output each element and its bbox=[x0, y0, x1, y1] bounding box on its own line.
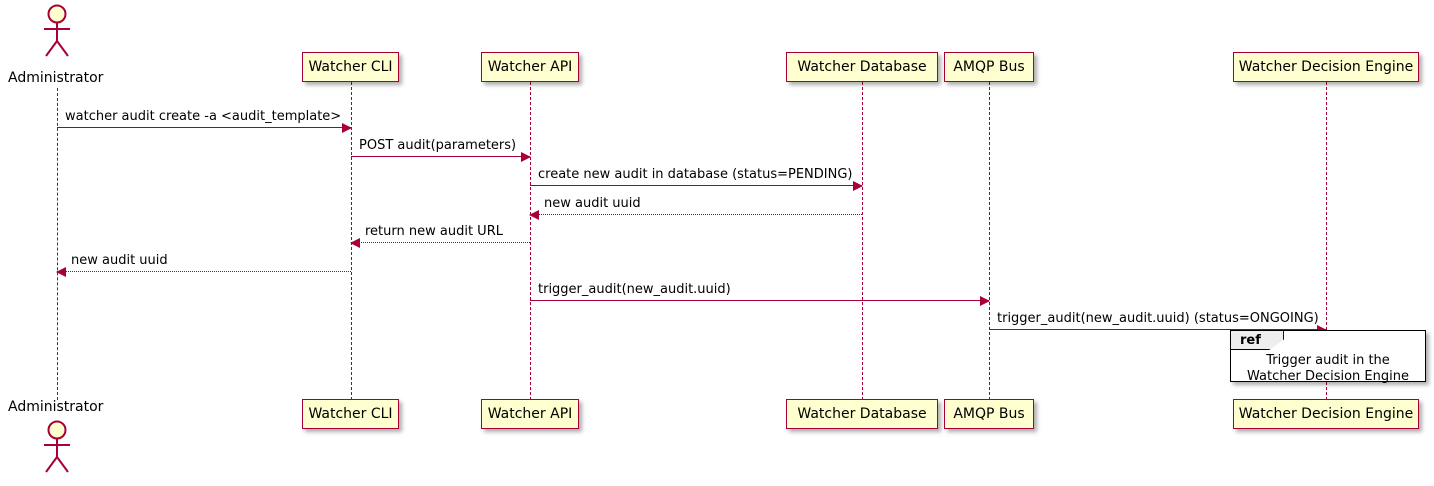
participant-watcher-decision-engine-top[interactable]: Watcher Decision Engine bbox=[1233, 52, 1419, 82]
arrowhead-icon bbox=[350, 237, 360, 248]
ref-fragment-line-1: Trigger audit in the bbox=[1266, 353, 1390, 368]
message-shaft bbox=[57, 271, 351, 272]
participant-watcher-api-bottom[interactable]: Watcher API bbox=[481, 399, 579, 429]
actor-label-administrator-bottom: Administrator bbox=[8, 399, 104, 415]
participant-label: Watcher CLI bbox=[308, 406, 393, 422]
ref-fragment-tab-label: ref bbox=[1240, 332, 1261, 348]
arrowhead-icon bbox=[56, 266, 66, 277]
arrowhead-icon bbox=[980, 295, 990, 306]
ref-fragment-body: Trigger audit in the Watcher Decision En… bbox=[1231, 353, 1425, 385]
message-shaft bbox=[989, 329, 1326, 330]
message-label: new audit uuid bbox=[71, 253, 168, 268]
actor-label-administrator-top: Administrator bbox=[8, 70, 104, 86]
participant-label: Watcher Decision Engine bbox=[1238, 406, 1414, 422]
participant-label: Watcher Database bbox=[797, 59, 927, 75]
ref-fragment: ref Trigger audit in the Watcher Decisio… bbox=[1230, 330, 1426, 385]
lifeline-watcher-database bbox=[862, 82, 863, 400]
ref-fragment-line-2: Watcher Decision Engine bbox=[1247, 369, 1409, 384]
arrowhead-icon bbox=[853, 180, 863, 191]
participant-watcher-api-top[interactable]: Watcher API bbox=[481, 52, 579, 82]
message-label: trigger_audit(new_audit.uuid) bbox=[538, 282, 731, 297]
message-label: trigger_audit(new_audit.uuid) (status=ON… bbox=[997, 311, 1319, 326]
message-shaft bbox=[530, 214, 862, 215]
participant-label: Watcher Database bbox=[797, 406, 927, 422]
arrowhead-icon bbox=[342, 122, 352, 133]
message-label: POST audit(parameters) bbox=[359, 138, 517, 153]
participant-label: AMQP Bus bbox=[953, 59, 1025, 75]
message-shaft bbox=[351, 156, 530, 157]
participant-watcher-cli-top[interactable]: Watcher CLI bbox=[302, 52, 399, 82]
participant-label: Watcher Decision Engine bbox=[1238, 59, 1414, 75]
participant-watcher-database-top[interactable]: Watcher Database bbox=[786, 52, 938, 82]
lifeline-administrator bbox=[57, 88, 58, 400]
actor-administrator-bottom bbox=[36, 418, 78, 476]
participant-watcher-database-bottom[interactable]: Watcher Database bbox=[786, 399, 938, 429]
ref-fragment-tab: ref bbox=[1231, 331, 1284, 350]
message-shaft bbox=[530, 300, 989, 301]
participant-amqp-bus-top[interactable]: AMQP Bus bbox=[944, 52, 1034, 82]
message-label: watcher audit create -a <audit_template> bbox=[65, 109, 342, 124]
participant-watcher-cli-bottom[interactable]: Watcher CLI bbox=[302, 399, 399, 429]
participant-label: Watcher API bbox=[487, 406, 573, 422]
participant-watcher-decision-engine-bottom[interactable]: Watcher Decision Engine bbox=[1233, 399, 1419, 429]
message-label: return new audit URL bbox=[365, 224, 503, 239]
arrowhead-icon bbox=[1317, 324, 1327, 335]
message-shaft bbox=[351, 242, 530, 243]
message-label: create new audit in database (status=PEN… bbox=[538, 167, 853, 182]
lifeline-watcher-decision-engine bbox=[1326, 82, 1327, 400]
message-shaft bbox=[57, 127, 351, 128]
participant-amqp-bus-bottom[interactable]: AMQP Bus bbox=[944, 399, 1034, 429]
actor-icon bbox=[44, 420, 70, 473]
participant-label: AMQP Bus bbox=[953, 406, 1025, 422]
actor-administrator-top bbox=[36, 2, 78, 60]
lifeline-watcher-api bbox=[530, 82, 531, 400]
arrowhead-icon bbox=[529, 209, 539, 220]
lifeline-amqp-bus bbox=[989, 82, 990, 400]
actor-icon bbox=[44, 4, 70, 57]
arrowhead-icon bbox=[521, 151, 531, 162]
message-shaft bbox=[530, 185, 862, 186]
message-label: new audit uuid bbox=[544, 196, 641, 211]
participant-label: Watcher API bbox=[487, 59, 573, 75]
participant-label: Watcher CLI bbox=[308, 59, 393, 75]
